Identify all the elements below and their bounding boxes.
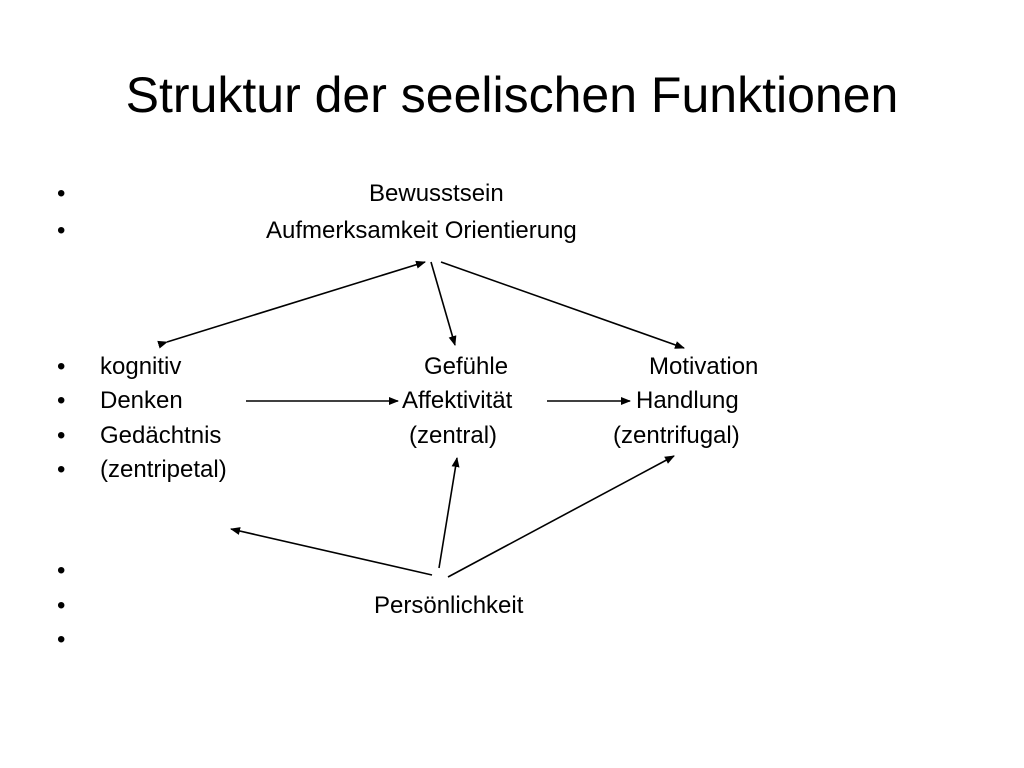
arrow-orientierung-gefuehle bbox=[430, 261, 457, 346]
arrow-persoenlichkeit-zentripetal bbox=[230, 527, 433, 576]
arrow-orientierung-kognitiv bbox=[157, 260, 426, 349]
bullet: • bbox=[57, 422, 66, 449]
bullet: • bbox=[57, 180, 66, 207]
label-kognitiv: kognitiv bbox=[100, 353, 182, 380]
node-persoenlichkeit: Persönlichkeit bbox=[374, 592, 524, 619]
label-zentripetal: (zentripetal) bbox=[100, 456, 227, 483]
slide-title: Struktur der seelischen Funktionen bbox=[125, 67, 899, 123]
bullet: • bbox=[57, 626, 66, 653]
bullet: • bbox=[57, 353, 66, 380]
label-gefuehle: Gefühle bbox=[424, 353, 509, 380]
label-gedaechtnis: Gedächtnis bbox=[100, 422, 222, 449]
bullet: • bbox=[57, 456, 66, 483]
label-handlung: Handlung bbox=[636, 387, 739, 414]
bullet: • bbox=[57, 217, 66, 244]
label-motivation: Motivation bbox=[649, 353, 759, 380]
label-zentrifugal: (zentrifugal) bbox=[613, 422, 740, 449]
node-bewusstsein: Bewusstsein bbox=[369, 180, 504, 207]
bullet: • bbox=[57, 387, 66, 414]
bullet: • bbox=[57, 592, 66, 619]
label-zentral: (zentral) bbox=[409, 422, 498, 449]
label-denken: Denken bbox=[100, 387, 183, 414]
label-affektivitaet: Affektivität bbox=[402, 387, 513, 414]
node-aufmerksamkeit-orientierung: Aufmerksamkeit Orientierung bbox=[266, 217, 577, 244]
arrow-orientierung-motivation bbox=[440, 261, 685, 349]
bullet: • bbox=[57, 557, 66, 584]
arrow-persoenlichkeit-zentral bbox=[438, 457, 460, 569]
arrow-persoenlichkeit-zentrifugal bbox=[447, 455, 675, 578]
